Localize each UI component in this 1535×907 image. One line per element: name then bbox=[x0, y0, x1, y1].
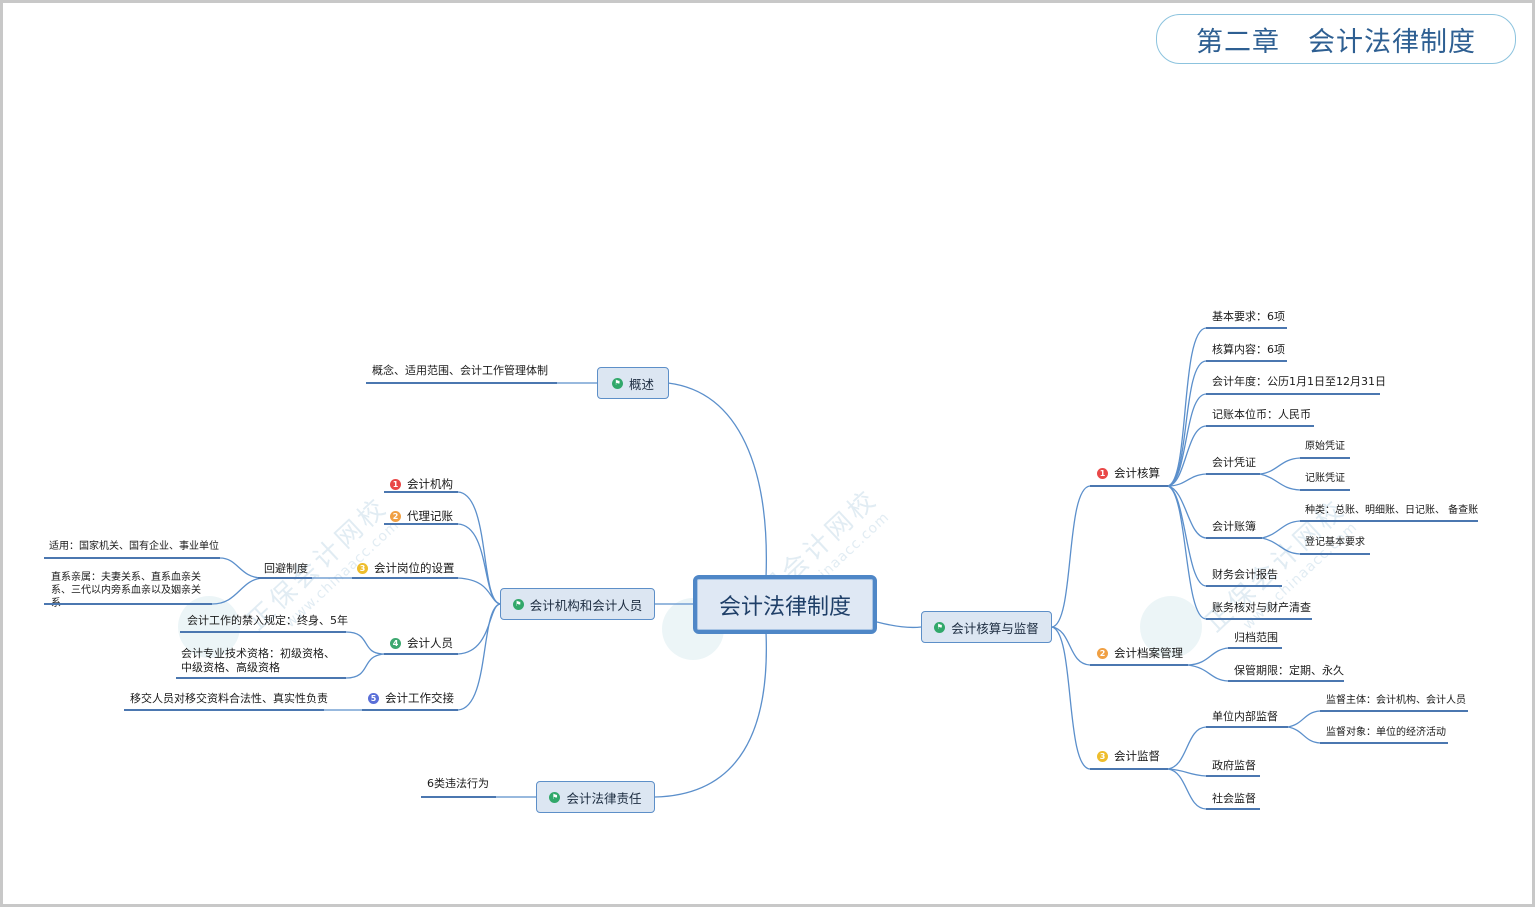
branch-label: 会计核算与监督 bbox=[951, 620, 1039, 636]
underline bbox=[1206, 585, 1282, 587]
underline bbox=[1300, 489, 1350, 491]
branch-label: 会计法律责任 bbox=[566, 790, 642, 806]
underline bbox=[1228, 647, 1282, 649]
priority-2-icon: 2 bbox=[1097, 648, 1108, 659]
priority-2-icon: 2 bbox=[390, 511, 401, 522]
internal-supervision[interactable]: 单位内部监督 bbox=[1212, 710, 1278, 723]
branch-accounting[interactable]: ⚑ 会计核算与监督 bbox=[921, 611, 1052, 643]
qualification[interactable]: 会计专业技术资格：初级资格、中级资格、高级资格 bbox=[181, 647, 335, 674]
underline bbox=[1090, 768, 1168, 770]
avoidance-system[interactable]: 回避制度 bbox=[264, 562, 308, 575]
underline bbox=[1206, 327, 1287, 329]
watermark-logo bbox=[1140, 596, 1202, 658]
underline bbox=[1228, 680, 1344, 682]
branch-overview[interactable]: ⚑ 概述 bbox=[597, 367, 669, 399]
underline bbox=[176, 677, 346, 679]
underline bbox=[1320, 742, 1448, 744]
reconciliation[interactable]: 账务核对与财产清查 bbox=[1212, 601, 1311, 614]
bookkeeping-currency[interactable]: 记账本位币：人民币 bbox=[1212, 408, 1311, 421]
underline bbox=[44, 603, 212, 605]
underline bbox=[352, 577, 458, 579]
underline bbox=[1300, 457, 1350, 459]
underline bbox=[1206, 360, 1287, 362]
branch-institutions[interactable]: ⚑ 会计机构和会计人员 bbox=[500, 588, 655, 620]
supervision-object[interactable]: 监督对象：单位的经济活动 bbox=[1326, 727, 1446, 738]
fiscal-year[interactable]: 会计年度：公历1月1日至12月31日 bbox=[1212, 375, 1386, 388]
priority-5-icon: 5 bbox=[368, 693, 379, 704]
chapter-number: 第二章 bbox=[1196, 26, 1280, 58]
branch-liability[interactable]: ⚑ 会计法律责任 bbox=[536, 781, 655, 813]
branch-label: 概述 bbox=[628, 376, 654, 392]
central-topic-label: 会计法律制度 bbox=[718, 594, 851, 620]
original-voucher[interactable]: 原始凭证 bbox=[1305, 441, 1345, 452]
branch-label: 会计机构和会计人员 bbox=[529, 597, 643, 613]
chapter-name: 会计法律制度 bbox=[1308, 26, 1476, 58]
underline bbox=[1206, 537, 1262, 539]
underline bbox=[258, 577, 312, 579]
government-supervision[interactable]: 政府监督 bbox=[1212, 759, 1256, 772]
flag-icon: ⚑ bbox=[611, 377, 623, 389]
underline bbox=[1206, 775, 1260, 777]
basic-requirements[interactable]: 基本要求：6项 bbox=[1212, 310, 1285, 323]
underline bbox=[1206, 425, 1314, 427]
financial-report[interactable]: 财务会计报告 bbox=[1212, 568, 1278, 581]
liability-detail[interactable]: 6类违法行为 bbox=[427, 777, 489, 790]
calculation-content[interactable]: 核算内容：6项 bbox=[1212, 343, 1285, 356]
underline bbox=[1206, 726, 1288, 728]
supervision-subject[interactable]: 监督主体：会计机构、会计人员 bbox=[1326, 695, 1466, 706]
archive-scope[interactable]: 归档范围 bbox=[1234, 631, 1278, 644]
underline bbox=[384, 491, 458, 493]
overview-detail[interactable]: 概念、适用范围、会计工作管理体制 bbox=[372, 364, 548, 377]
handover-detail[interactable]: 移交人员对移交资料合法性、真实性负责 bbox=[130, 692, 328, 705]
accounting-voucher[interactable]: 会计凭证 bbox=[1212, 456, 1256, 469]
underline bbox=[1300, 553, 1370, 555]
ban-rule[interactable]: 会计工作的禁入规定：终身、5年 bbox=[187, 614, 348, 627]
underline bbox=[1090, 664, 1188, 666]
underline bbox=[124, 709, 324, 711]
underline bbox=[1320, 710, 1468, 712]
underline bbox=[1206, 473, 1260, 475]
avoidance-scope[interactable]: 适用：国家机关、国有企业、事业单位 bbox=[49, 541, 219, 552]
priority-4-icon: 4 bbox=[390, 638, 401, 649]
underline bbox=[421, 796, 496, 798]
central-topic[interactable]: 会计法律制度 bbox=[693, 575, 877, 634]
book-types[interactable]: 种类：总账、明细账、日记账、 备查账 bbox=[1305, 505, 1479, 516]
underline bbox=[384, 523, 458, 525]
priority-3-icon: 3 bbox=[1097, 751, 1108, 762]
account-books[interactable]: 会计账簿 bbox=[1212, 520, 1256, 533]
social-supervision[interactable]: 社会监督 bbox=[1212, 792, 1256, 805]
underline bbox=[366, 382, 557, 384]
retention-period[interactable]: 保管期限：定期、永久 bbox=[1234, 664, 1344, 677]
underline bbox=[362, 709, 458, 711]
underline bbox=[1206, 618, 1312, 620]
underline bbox=[1090, 485, 1168, 487]
priority-3-icon: 3 bbox=[357, 563, 368, 574]
flag-icon: ⚑ bbox=[934, 621, 946, 633]
underline bbox=[384, 653, 458, 655]
underline bbox=[1206, 393, 1380, 395]
underline bbox=[1206, 808, 1260, 810]
flag-icon: ⚑ bbox=[549, 791, 561, 803]
underline bbox=[44, 557, 220, 559]
bookkeeping-voucher[interactable]: 记账凭证 bbox=[1305, 473, 1345, 484]
watermark-logo bbox=[178, 596, 240, 658]
priority-1-icon: 1 bbox=[390, 479, 401, 490]
underline bbox=[180, 631, 346, 633]
registration-requirements[interactable]: 登记基本要求 bbox=[1305, 537, 1365, 548]
priority-1-icon: 1 bbox=[1097, 468, 1108, 479]
flag-icon: ⚑ bbox=[512, 598, 524, 610]
chapter-title: 第二章 会计法律制度 bbox=[1156, 14, 1516, 64]
underline bbox=[1300, 520, 1478, 522]
